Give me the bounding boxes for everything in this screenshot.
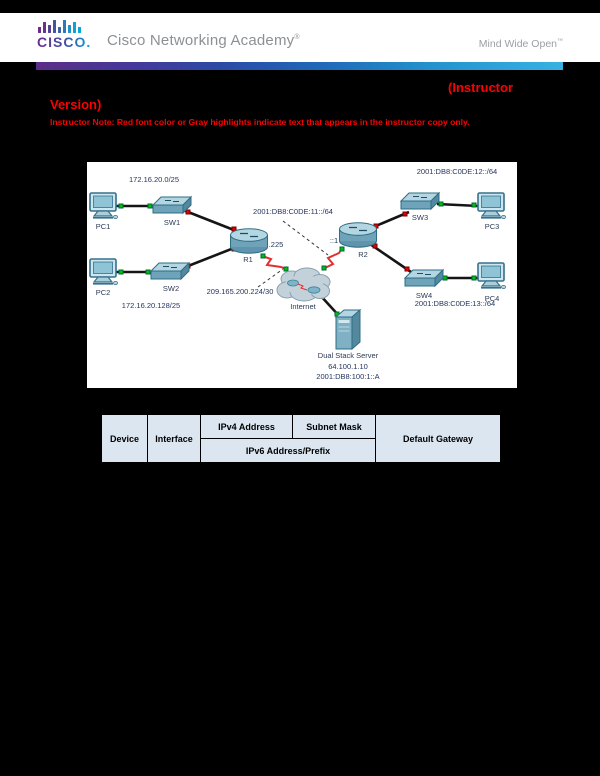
link-sw1-r1 [182, 208, 240, 234]
r2-icon [338, 222, 378, 248]
col-header-gateway: Default Gateway [375, 414, 501, 463]
col-header-ipv6: IPv6 Address/Prefix [200, 438, 376, 463]
addressing-table: Device Interface IPv4 Address Subnet Mas… [101, 414, 501, 463]
masthead: CISCO. Cisco Networking Academy® Mind Wi… [0, 13, 600, 62]
label-internet: Internet [290, 302, 316, 311]
label-lan4-prefix: 2001:DB8:C0DE:13::/64 [414, 299, 496, 308]
label-wan-ipv6: 2001:DB8:C0DE:11::/64 [253, 207, 333, 216]
title-fragment-instructor: (Instructor [448, 80, 513, 95]
link-sw2-r1 [182, 244, 240, 270]
link-r2-sw4 [369, 242, 412, 274]
sw4-icon [404, 269, 444, 287]
label-pc3: PC3 [484, 222, 500, 231]
label-r2: R2 [358, 250, 368, 259]
topology-canvas [89, 192, 507, 350]
tagline: Mind Wide Open™ [478, 38, 563, 50]
label-wan-ipv4: 209.165.200.224/30 [206, 287, 274, 296]
r1-icon [229, 228, 269, 254]
label-r1-serial-suffix: .225 [268, 240, 284, 249]
label-pc2: PC2 [95, 288, 111, 297]
label-lan3-prefix: 2001:DB8:C0DE:12::/64 [416, 167, 498, 176]
instructor-note: Instructor Note: Red font color or Gray … [50, 117, 470, 127]
pc1-icon [89, 192, 119, 220]
col-header-subnet: Subnet Mask [292, 414, 376, 439]
label-sw2: SW2 [162, 284, 180, 293]
serial-r1-internet [261, 255, 289, 271]
topology-diagram: 172.16.20.0/25 172.16.20.128/25 2001:DB8… [87, 162, 517, 388]
sw3-icon [400, 192, 440, 210]
header-gradient-bar [36, 62, 563, 70]
annotation-pointers [257, 220, 329, 288]
col-header-ipv4: IPv4 Address [200, 414, 293, 439]
server-icon [335, 309, 361, 350]
label-pc1: PC1 [95, 222, 111, 231]
label-lan1-subnet: 172.16.20.0/25 [128, 175, 180, 184]
internet-cloud-icon [276, 267, 331, 302]
pointer-wan-ipv6 [282, 220, 329, 256]
col-header-interface: Interface [147, 414, 201, 463]
label-sw3: SW3 [411, 213, 429, 222]
title-fragment-version: Version) [50, 97, 102, 112]
label-r1: R1 [243, 255, 253, 264]
label-r2-serial-suffix: ::1 [329, 236, 339, 245]
label-server-ipv6: 2001:DB8:100:1::A [316, 372, 380, 381]
sw1-icon [152, 196, 192, 214]
serial-links [261, 246, 344, 271]
label-server-name: Dual Stack Server [317, 351, 379, 360]
label-sw4: SW4 [415, 291, 433, 300]
label-lan2-subnet: 172.16.20.128/25 [121, 301, 181, 310]
pc2-icon [89, 258, 119, 286]
cisco-logo-icon [38, 19, 81, 33]
label-server-ipv4: 64.100.1.10 [328, 362, 368, 371]
label-sw1: SW1 [163, 218, 181, 227]
sw2-icon [150, 262, 190, 280]
cisco-logo-wordmark: CISCO. [37, 34, 92, 50]
col-header-device: Device [101, 414, 148, 463]
pointer-wan-ipv4 [257, 268, 284, 288]
label-pc4: PC4 [484, 294, 500, 303]
pc4-icon [477, 262, 507, 290]
registered-mark: ® [294, 34, 300, 41]
pc3-icon [477, 192, 507, 220]
brand-title: Cisco Networking Academy® [107, 32, 300, 49]
trademark-mark: ™ [557, 38, 563, 45]
